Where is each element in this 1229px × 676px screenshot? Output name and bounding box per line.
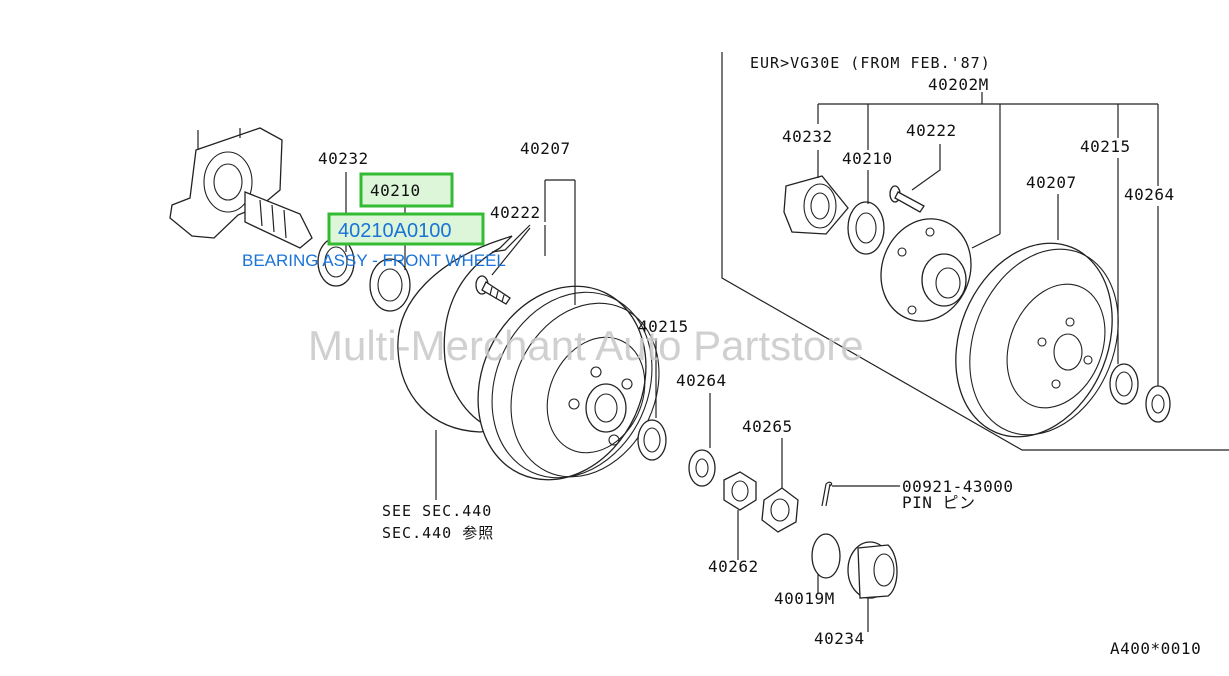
hub-40202m [880, 218, 972, 322]
bearing-40215-right [1109, 363, 1139, 405]
right-leader-lines [817, 92, 1159, 386]
cotter-pin [821, 481, 833, 507]
part-description[interactable]: BEARING ASSY - FRONT WHEEL [242, 251, 506, 270]
bearing-40215-left [637, 419, 667, 461]
hub-bolt-40222 [475, 275, 511, 305]
label-00921-43000: 00921-43000 [902, 477, 1013, 496]
washer-40264-right [1145, 385, 1171, 423]
detail-panel-frame [721, 52, 1229, 451]
o-ring-40019m [811, 533, 841, 579]
label-40232-left: 40232 [318, 149, 369, 168]
label-40210-right: 40210 [842, 149, 893, 168]
label-40262: 40262 [708, 557, 759, 576]
bearing-40210-left [369, 258, 411, 312]
highlight-part-number-text: 40210 [370, 181, 421, 200]
hub-bolt-40222-right [889, 185, 925, 213]
see-section-note-jp: SEC.440 参照 [382, 524, 494, 542]
highlight-part-number[interactable]: 40210 [359, 172, 454, 208]
washer-40264-left [688, 449, 716, 487]
dust-shield [397, 235, 513, 433]
adjusting-cap-40265 [761, 487, 799, 533]
diagram-code: A400*0010 [1110, 639, 1201, 658]
highlight-oem-number-text: 40210A0100 [338, 220, 451, 242]
label-40215-right: 40215 [1080, 137, 1131, 156]
header-note: EUR>VG30E (FROM FEB.'87) [750, 54, 991, 72]
nut-40262 [723, 471, 757, 511]
label-40207-left: 40207 [520, 139, 571, 158]
label-pin: PIN ピン [902, 493, 976, 512]
label-40232-right: 40232 [782, 127, 833, 146]
label-40202m: 40202M [928, 75, 989, 94]
label-40264-right: 40264 [1124, 185, 1175, 204]
hub-cap-40234 [847, 541, 898, 599]
see-section-note: SEE SEC.440 [382, 502, 492, 520]
bearing-40210-right [847, 201, 885, 255]
label-40264-left: 40264 [676, 371, 727, 390]
label-40265: 40265 [742, 417, 793, 436]
store-watermark: Multi-Merchant Auto Partstore [308, 322, 864, 369]
bearing-40232-right [783, 175, 849, 235]
steering-knuckle [169, 127, 313, 249]
label-40215-left: 40215 [638, 317, 689, 336]
disc-rotor-40207-left [477, 285, 660, 481]
label-40019m: 40019M [774, 589, 835, 608]
label-40222-right: 40222 [906, 121, 957, 140]
highlight-oem-number[interactable]: 40210A0100 [327, 212, 485, 246]
label-40207-right: 40207 [1026, 173, 1077, 192]
label-40234: 40234 [814, 629, 865, 648]
label-40222-left: 40222 [490, 203, 541, 222]
disc-rotor-40207-right [955, 242, 1119, 438]
